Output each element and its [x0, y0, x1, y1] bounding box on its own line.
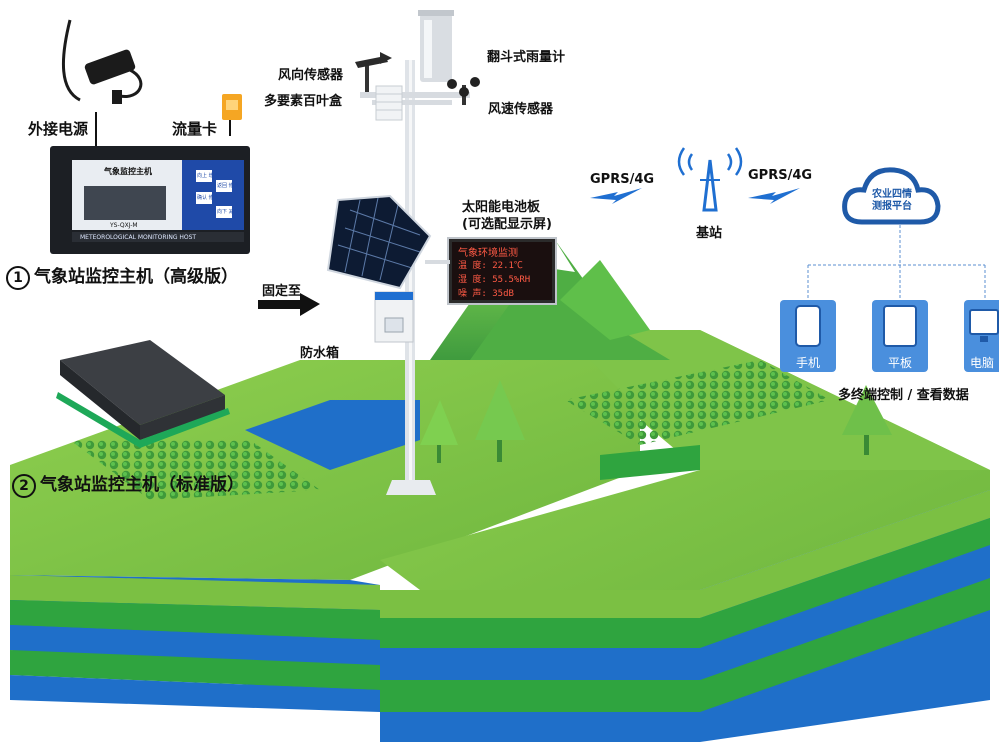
led-row-noise: 噪 声: 35dB: [458, 289, 514, 299]
advanced-name: 气象站监控主机（高级版）: [34, 267, 238, 287]
waterproof-box-label: 防水箱: [300, 346, 340, 361]
mount-to-label: 固定至: [262, 284, 302, 299]
trees: [420, 380, 892, 463]
standard-name: 气象站监控主机（标准版）: [40, 475, 244, 495]
terminal-computer-label: 电脑: [969, 356, 994, 370]
louver-box: [375, 85, 403, 121]
gprs-left-label: GPRS/4G: [590, 172, 655, 187]
solar-panel-label-2: (可选配显示屏): [462, 217, 552, 232]
rain-gauge-label: 翻斗式雨量计: [487, 50, 566, 65]
wind-direction-sensor: [355, 52, 392, 92]
mountains: [430, 240, 670, 360]
terminal-icons: [780, 300, 999, 372]
cloud-text-2: 测报平台: [872, 201, 912, 212]
wind-speed-sensor: [447, 77, 480, 105]
solar-panel-label-1: 太阳能电池板: [462, 200, 541, 215]
led-display: [425, 237, 557, 305]
signal-bolts: [590, 188, 800, 204]
base-station-tower: [677, 147, 743, 212]
mount-arrow: [258, 293, 320, 316]
advanced-host-device: [50, 146, 250, 254]
base-station-label: 基站: [696, 226, 723, 241]
terminal-connections: [807, 225, 986, 300]
host-btn-up: 向上 增加: [197, 173, 219, 179]
led-title: 气象环境监测: [458, 248, 518, 259]
terminal-tablet-label: 平板: [887, 356, 912, 370]
host-btn-down: 向下 减少: [217, 209, 239, 215]
host-btn-confirm: 返回 修改: [217, 183, 239, 189]
host-device-subtitle: METEOROLOGICAL MONITORING HOST: [80, 234, 197, 241]
rain-gauge: [418, 10, 454, 82]
multi-terminal-label: 多终端控制 / 查看数据: [838, 388, 969, 403]
weather-station-mast: [360, 60, 470, 495]
advanced-number: 1: [6, 266, 30, 290]
wind-speed-label: 风速传感器: [488, 102, 554, 117]
cloud-platform: [842, 167, 941, 225]
cloud-text-1: 农业四情: [872, 189, 912, 200]
host-device-title: 气象监控主机: [104, 167, 152, 176]
power-adapter: [61, 19, 143, 154]
bush-fields: [70, 360, 830, 500]
led-row-humidity: 湿 度: 55.5%RH: [458, 275, 531, 285]
louver-box-label: 多要素百叶盒: [264, 94, 343, 109]
solar-panel: [326, 194, 432, 290]
sim-card-label: 流量卡: [172, 120, 218, 138]
power-label: 外接电源: [28, 120, 89, 138]
standard-number: 2: [12, 474, 36, 498]
waterproof-box: [374, 291, 414, 343]
standard-host-device: [56, 340, 230, 448]
gprs-right-label: GPRS/4G: [748, 168, 813, 183]
wind-direction-label: 风向传感器: [278, 68, 344, 83]
host-device-model: YS-QXJ-M: [110, 222, 138, 229]
sim-card: [222, 94, 242, 136]
terminal-phone-label: 手机: [795, 356, 820, 370]
host-btn-return: 确认 修改: [197, 195, 219, 201]
led-row-temperature: 温 度: 22.1℃: [458, 261, 523, 271]
